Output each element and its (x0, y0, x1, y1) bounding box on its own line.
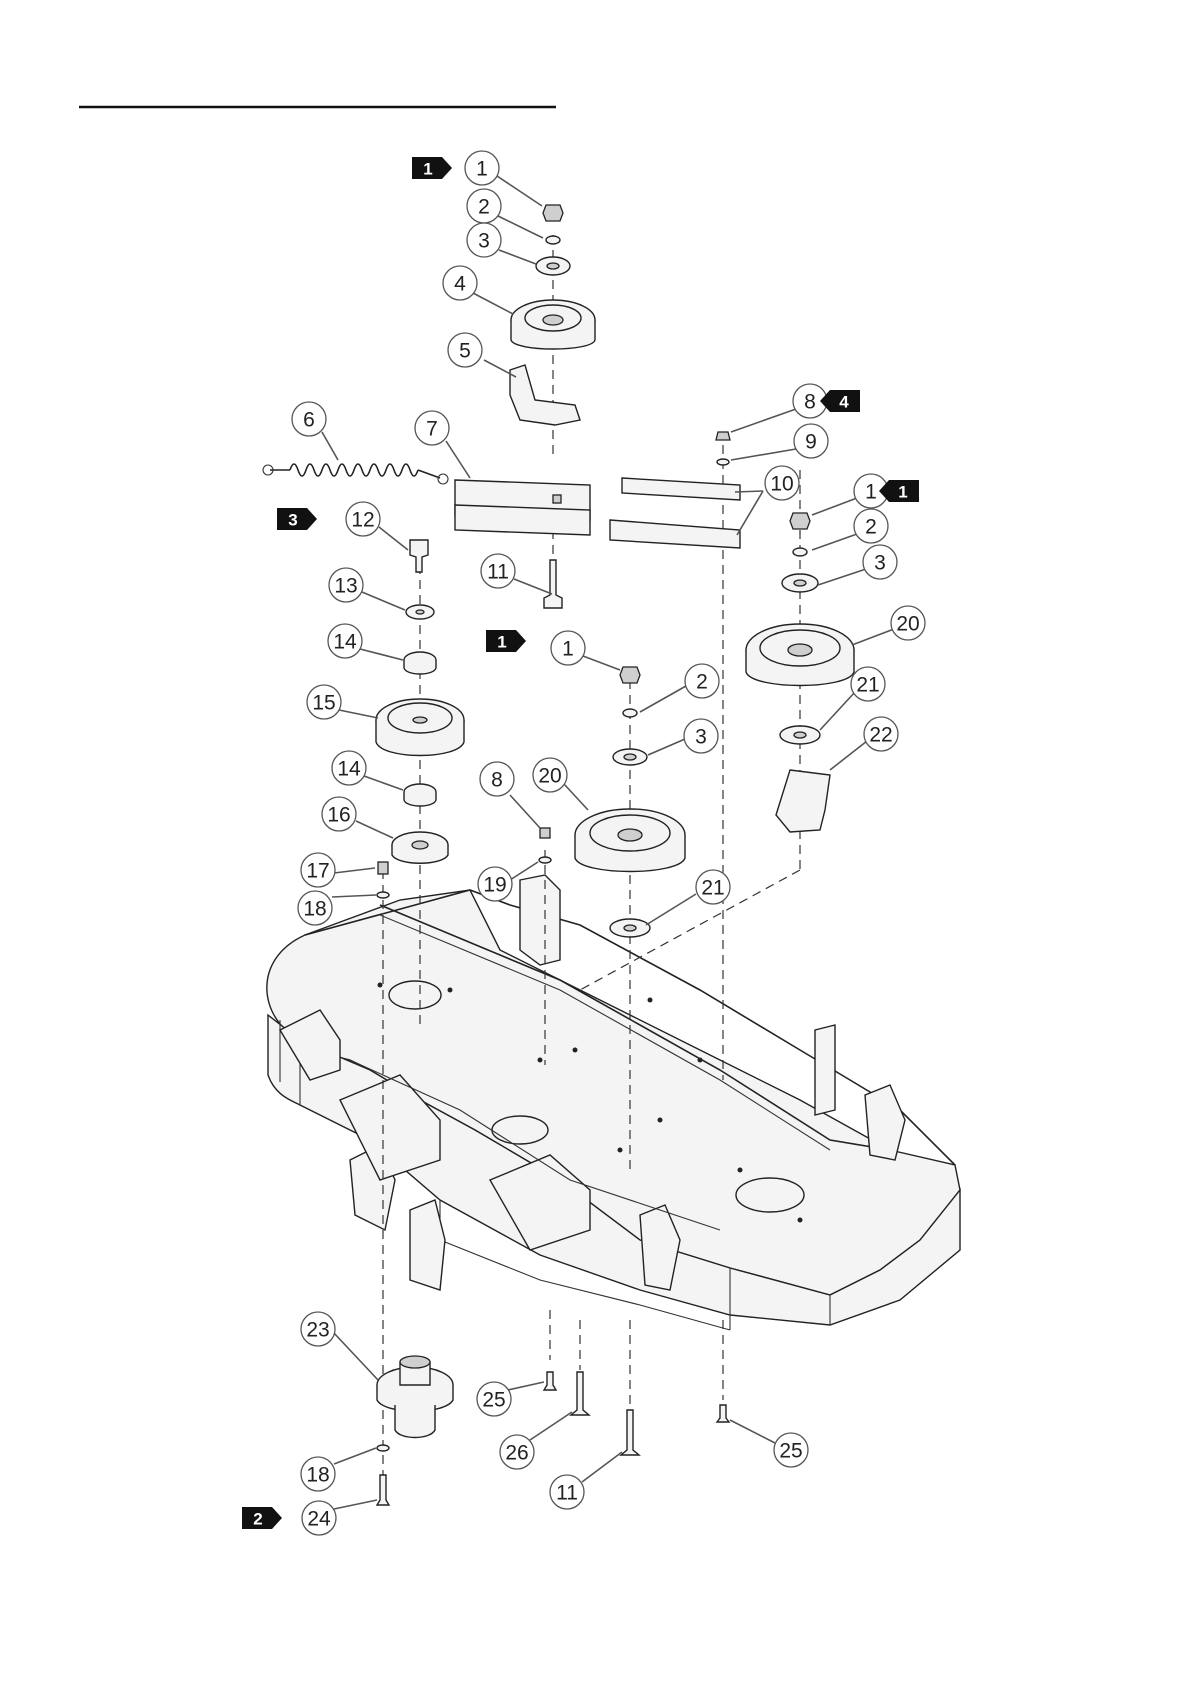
callout-18: 18 (301, 1457, 335, 1491)
callout-number: 1 (562, 638, 574, 661)
callout-6: 6 (292, 402, 326, 436)
reference-tag-number: 1 (423, 160, 432, 179)
callout-17: 17 (301, 853, 335, 887)
callout-1: 1 (465, 151, 499, 185)
callout-3: 3 (684, 719, 718, 753)
callout-22: 22 (864, 717, 898, 751)
callout-number: 3 (478, 230, 490, 253)
callout-number: 17 (306, 860, 329, 883)
reference-tag-2: 2 (242, 1507, 282, 1529)
callout-18: 18 (298, 891, 332, 925)
callout-15: 15 (307, 685, 341, 719)
callout-12: 12 (346, 502, 380, 536)
callout-number: 22 (869, 724, 892, 747)
reference-tag-1: 1 (486, 630, 526, 652)
callout-number: 21 (701, 877, 724, 900)
callout-11: 11 (550, 1475, 584, 1509)
callout-25: 25 (774, 1433, 808, 1467)
callout-number: 8 (491, 769, 503, 792)
callout-14: 14 (328, 624, 362, 658)
callout-number: 18 (303, 898, 326, 921)
tension-spring (263, 464, 448, 484)
callout-26: 26 (500, 1435, 534, 1469)
reference-tag-1: 1 (412, 157, 452, 179)
callout-2: 2 (467, 189, 501, 223)
callout-number: 2 (865, 516, 877, 539)
reference-tag-3: 3 (277, 508, 317, 530)
callout-number: 14 (337, 758, 361, 781)
reference-tag-number: 2 (253, 1510, 262, 1529)
callout-number: 1 (865, 481, 877, 504)
callout-number: 19 (483, 874, 506, 897)
callout-7: 7 (415, 411, 449, 445)
callout-21: 21 (851, 667, 885, 701)
callout-14: 14 (332, 751, 366, 785)
callout-21: 21 (696, 870, 730, 904)
callout-23: 23 (301, 1312, 335, 1346)
callout-2: 2 (685, 664, 719, 698)
callout-10: 10 (765, 466, 799, 500)
callout-3: 3 (467, 223, 501, 257)
callout-19: 19 (478, 867, 512, 901)
reference-tag-number: 3 (288, 511, 297, 530)
callout-number: 1 (476, 158, 488, 181)
callout-number: 25 (482, 1389, 505, 1412)
callout-number: 26 (505, 1442, 528, 1465)
callout-number: 21 (856, 674, 879, 697)
callout-number: 11 (556, 1482, 578, 1505)
callout-number: 3 (874, 552, 886, 575)
callout-number: 9 (805, 431, 817, 454)
idler-stack-left (376, 540, 464, 898)
callout-16: 16 (322, 797, 356, 831)
callout-25: 25 (477, 1382, 511, 1416)
callout-number: 15 (312, 692, 335, 715)
callout-9: 9 (794, 424, 828, 458)
reference-tag-number: 1 (898, 483, 907, 502)
callout-number: 5 (459, 340, 471, 363)
callout-number: 6 (303, 409, 315, 432)
bolt-upper (544, 560, 562, 608)
callout-number: 20 (896, 613, 919, 636)
callout-4: 4 (443, 266, 477, 300)
callout-20: 20 (533, 758, 567, 792)
callout-number: 10 (770, 473, 793, 496)
callout-number: 11 (487, 561, 509, 584)
callout-2: 2 (854, 509, 888, 543)
callout-number: 12 (351, 509, 374, 532)
callout-11: 11 (481, 554, 515, 588)
mower-deck (267, 875, 960, 1330)
callout-number: 16 (327, 804, 350, 827)
callout-number: 13 (334, 575, 357, 598)
idler-arm-plate (455, 478, 740, 548)
idler-stack-center (539, 667, 685, 937)
callout-24: 24 (302, 1501, 336, 1535)
callout-number: 2 (696, 671, 708, 694)
callout-number: 7 (426, 418, 438, 441)
callout-number: 3 (695, 726, 707, 749)
reference-tag-number: 1 (497, 633, 506, 652)
callout-number: 23 (306, 1319, 329, 1342)
callout-number: 4 (454, 273, 466, 296)
callout-number: 25 (779, 1440, 802, 1463)
callout-3: 3 (863, 545, 897, 579)
callout-number: 2 (478, 196, 490, 219)
reference-tag-4: 4 (820, 390, 860, 412)
callout-number: 14 (333, 631, 357, 654)
callout-1: 1 (551, 631, 585, 665)
callout-13: 13 (329, 568, 363, 602)
callout-number: 20 (538, 765, 561, 788)
callout-number: 8 (804, 391, 816, 414)
callout-5: 5 (448, 333, 482, 367)
callout-8: 8 (480, 762, 514, 796)
callout-number: 24 (307, 1508, 331, 1531)
callout-number: 18 (306, 1464, 329, 1487)
reference-tag-number: 4 (839, 393, 849, 412)
callout-20: 20 (891, 606, 925, 640)
